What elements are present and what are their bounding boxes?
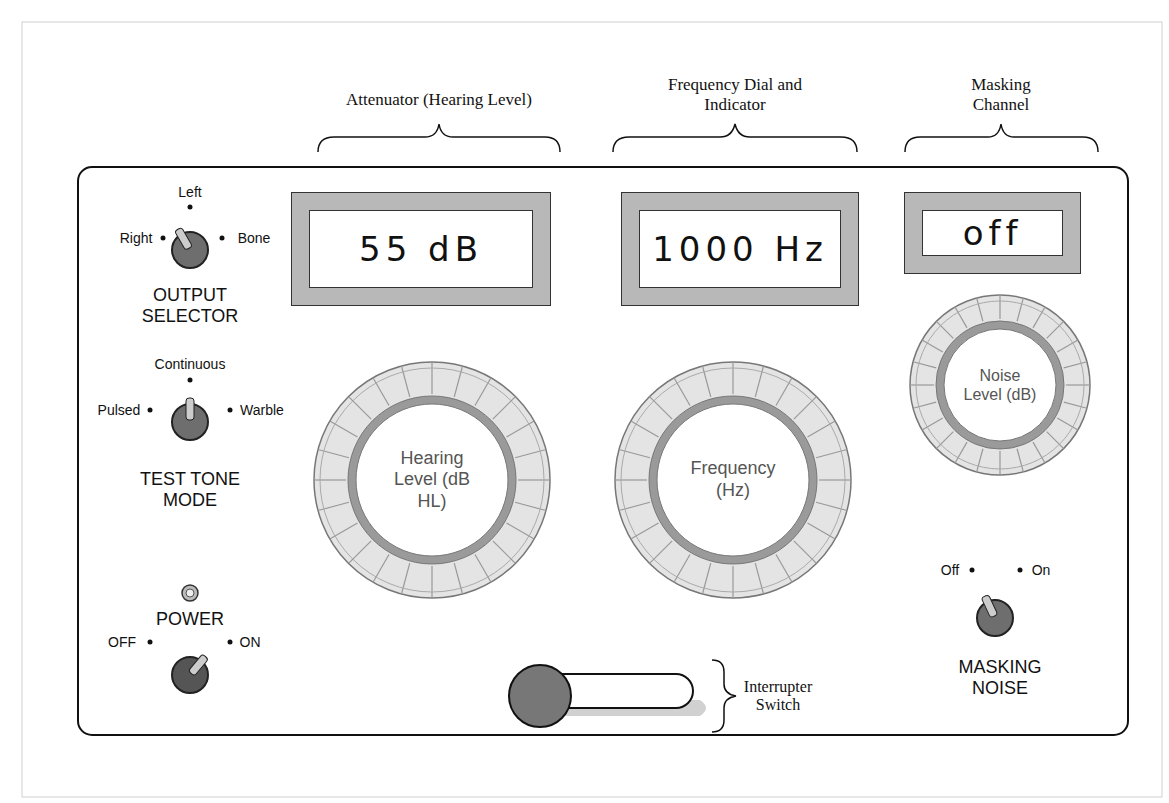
switch-position: Pulsed [98,402,141,418]
rotary-dial: Hearing Level (dB HL) [312,360,552,600]
digital-display: 55 dB [292,193,550,305]
section-heading: Masking Channel [946,75,1056,114]
control-name: POWER [156,609,224,630]
switch-position: ON [240,634,261,650]
section-heading: Attenuator (Hearing Level) [346,90,532,110]
digital-display: off [905,193,1080,273]
display-readout: 1000 Hz [652,229,828,269]
section-heading: Frequency Dial and Indicator [650,75,820,114]
switch-position: Warble [240,402,284,418]
dial-label: Hearing Level (dB HL) [381,448,484,513]
switch-position: On [1032,562,1051,578]
switch-position: Bone [238,230,271,246]
switch-position: OFF [108,634,136,650]
dial-label: Frequency (Hz) [682,458,785,501]
control-name: TEST TONE MODE [130,469,250,510]
dial-ring [908,293,1092,477]
part-label: Interrupter Switch [733,678,823,715]
digital-display: 1000 Hz [622,193,858,305]
switch-position: Continuous [155,356,226,372]
control-name: MASKING NOISE [940,657,1060,698]
control-name: OUTPUT SELECTOR [125,285,255,326]
switch-position: Left [178,184,201,200]
display-readout: 55 dB [359,229,483,269]
display-readout: off [963,213,1023,253]
rotary-dial: Noise Level (dB) [908,293,1092,477]
switch-position: Right [120,230,153,246]
switch-position: Off [941,562,959,578]
rotary-dial: Frequency (Hz) [613,360,853,600]
dial-label: Noise Level (dB) [962,366,1038,404]
